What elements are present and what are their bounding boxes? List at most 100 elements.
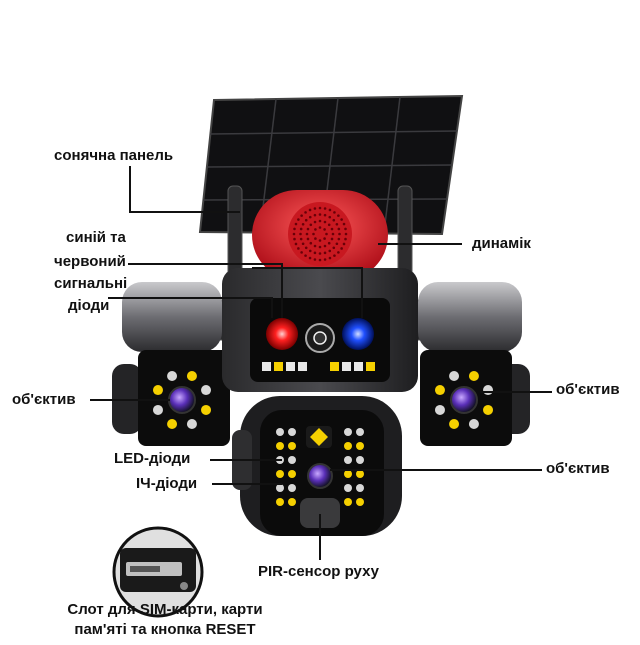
- speaker-hole: [306, 237, 310, 241]
- speaker-hole: [313, 258, 317, 261]
- speaker-hole: [294, 242, 298, 246]
- led-diode: [186, 419, 197, 430]
- speaker-hole: [301, 222, 305, 226]
- led-diode: [167, 419, 178, 430]
- label-signal-leds-3: сигнальні: [54, 275, 128, 292]
- led-diode: [468, 419, 479, 430]
- speaker-hole: [293, 227, 296, 231]
- speaker-hole: [318, 245, 322, 249]
- led-diode: [344, 484, 352, 492]
- speaker: [252, 190, 388, 280]
- led-diode: [288, 470, 296, 478]
- speaker-hole: [323, 213, 327, 217]
- speaker-hole: [318, 226, 322, 229]
- speaker-hole: [314, 228, 317, 231]
- speaker-hole: [323, 244, 327, 248]
- speaker-hole: [328, 215, 332, 219]
- speaker-hole: [304, 246, 308, 250]
- label-ir-diodes: ІЧ-діоди: [136, 475, 198, 492]
- led-diode: [468, 370, 479, 381]
- speaker-hole: [293, 237, 296, 241]
- speaker-hole: [333, 254, 336, 257]
- speaker-hole: [318, 239, 322, 242]
- speaker-hole: [340, 218, 343, 221]
- speaker-hole: [328, 249, 332, 253]
- speaker-hole: [318, 219, 322, 223]
- main-body: [222, 268, 418, 392]
- speaker-hole: [323, 258, 327, 261]
- speaker-hole: [323, 228, 326, 231]
- speaker-hole: [308, 256, 312, 260]
- signal-led: [342, 362, 351, 371]
- speaker-hole: [332, 246, 336, 250]
- led-diode: [276, 498, 284, 506]
- led-diode: [288, 456, 296, 464]
- speaker-hole: [314, 237, 317, 240]
- led-diode: [344, 456, 352, 464]
- solar-panel: [198, 94, 464, 236]
- signal-led: [298, 362, 307, 371]
- led-diode: [483, 385, 494, 396]
- speaker-hole: [300, 251, 303, 254]
- speaker-hole: [318, 206, 322, 210]
- led-diode: [344, 428, 352, 436]
- speaker-hole: [335, 222, 339, 226]
- speaker-hole: [313, 244, 317, 248]
- speaker-hole: [299, 237, 303, 241]
- signal-led: [366, 362, 375, 371]
- led-diode: [356, 498, 364, 506]
- speaker-hole: [340, 247, 343, 250]
- led-diode: [344, 498, 352, 506]
- label-led-diodes: LED-діоди: [114, 450, 191, 467]
- led-diode: [356, 456, 364, 464]
- right-camera: [418, 282, 530, 446]
- speaker-hole: [337, 227, 341, 231]
- led-diode: [356, 470, 364, 478]
- led-diode: [167, 370, 178, 381]
- speaker-hole: [297, 247, 300, 250]
- speaker-hole: [304, 254, 307, 257]
- led-diode: [288, 484, 296, 492]
- speaker-hole: [308, 249, 312, 253]
- speaker-hole: [299, 227, 303, 231]
- led-diode: [276, 442, 284, 450]
- speaker-hole: [313, 207, 317, 210]
- sim-slot-inset: [112, 526, 204, 618]
- speaker-hole: [333, 211, 336, 214]
- led-diode: [449, 419, 460, 430]
- speaker-hole: [337, 237, 341, 241]
- led-diode: [356, 484, 364, 492]
- label-signal-leds-4: діоди: [68, 297, 110, 314]
- led-diode: [288, 442, 296, 450]
- led-diode: [356, 442, 364, 450]
- speaker-hole: [338, 232, 341, 236]
- speaker-hole: [344, 237, 347, 241]
- led-diode: [276, 428, 284, 436]
- led-diode: [276, 470, 284, 478]
- speaker-hole: [344, 227, 347, 231]
- led-diode: [344, 470, 352, 478]
- speaker-hole: [292, 232, 296, 236]
- speaker-hole: [328, 256, 332, 260]
- speaker-hole: [304, 218, 308, 222]
- lower-camera: [232, 396, 402, 536]
- speaker-hole: [309, 241, 313, 245]
- led-diode: [152, 404, 163, 415]
- label-lens-right: об'єктив: [556, 381, 620, 398]
- speaker-hole: [331, 232, 335, 236]
- speaker-hole: [318, 213, 322, 216]
- speaker-hole: [299, 232, 302, 236]
- speaker-hole: [305, 232, 309, 236]
- speaker-hole: [327, 241, 331, 245]
- speaker-hole: [297, 218, 300, 221]
- label-lens-left: об'єктив: [12, 391, 76, 408]
- speaker-hole: [342, 242, 346, 246]
- speaker-hole: [294, 222, 298, 226]
- speaker-hole: [306, 227, 310, 231]
- led-diode: [152, 385, 163, 396]
- led-diode: [449, 370, 460, 381]
- speaker-hole: [330, 227, 334, 231]
- led-diode: [288, 498, 296, 506]
- led-diode: [186, 370, 197, 381]
